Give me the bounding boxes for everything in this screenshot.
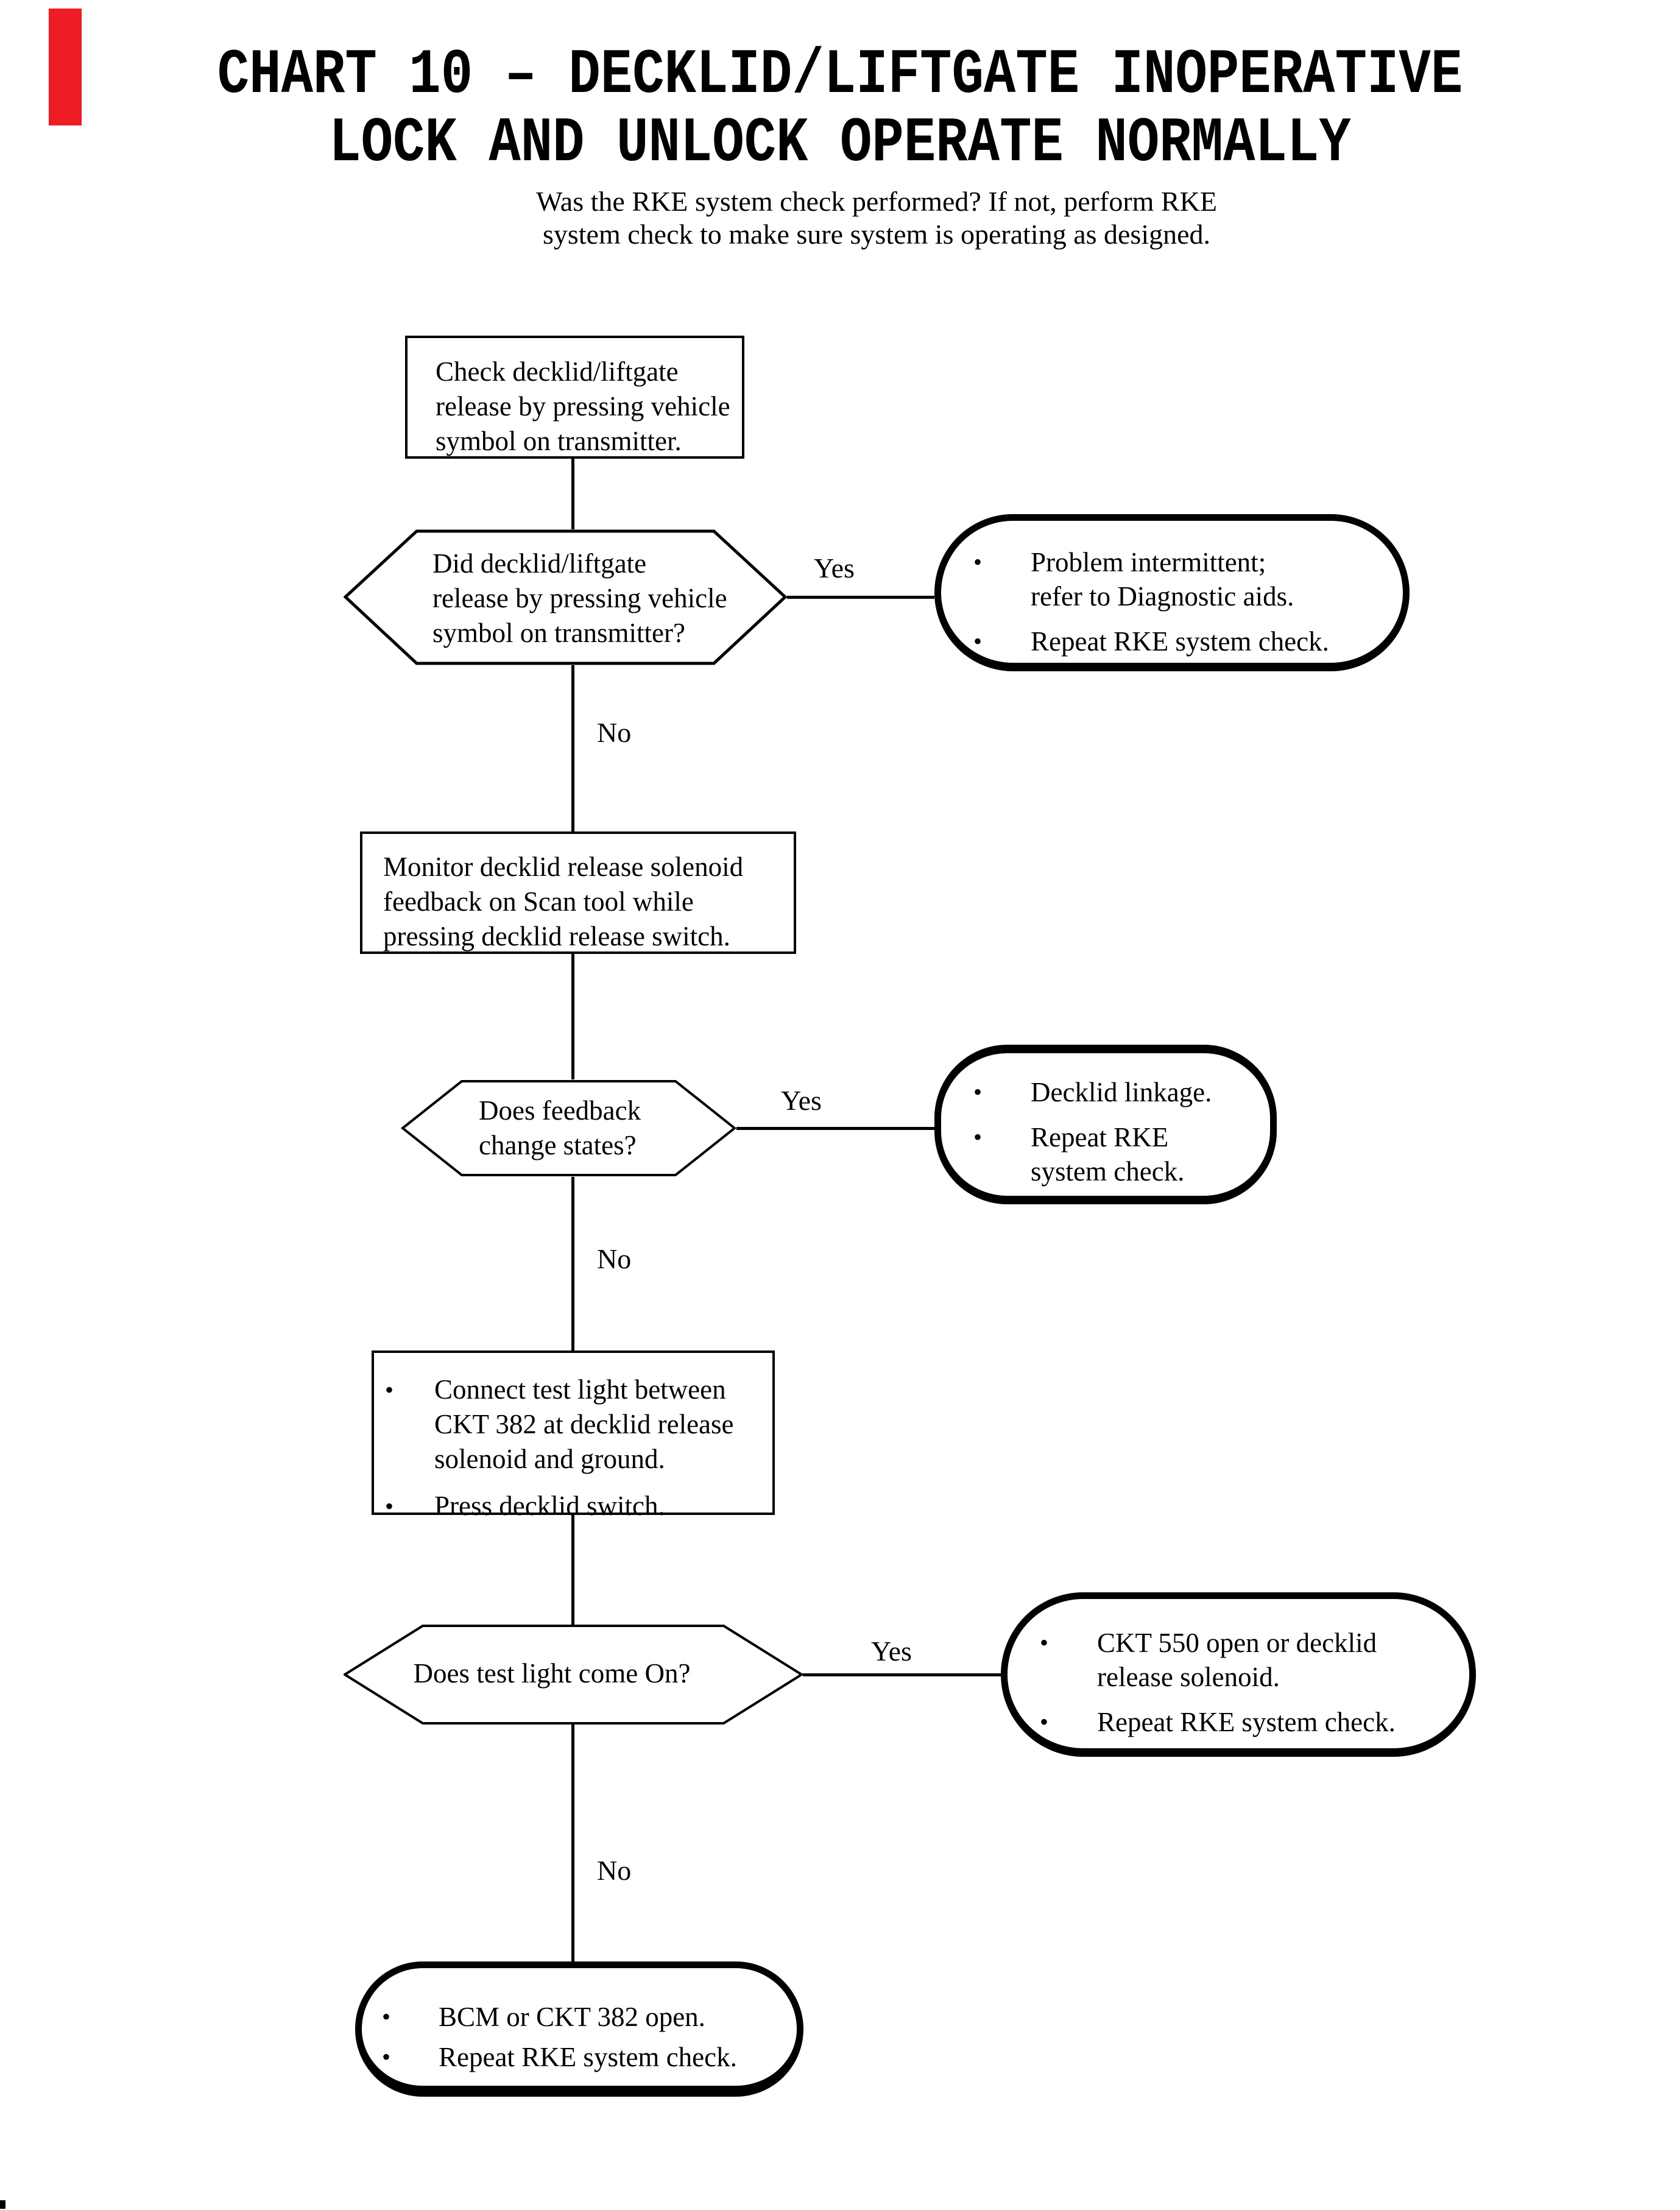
decision-text-line: release by pressing vehicle [432, 583, 727, 613]
label-yes-3: Yes [871, 1636, 912, 1667]
terminal-item: • Problem intermittent; refer to Diagnos… [941, 545, 1403, 613]
terminal-bcm-open: • BCM or CKT 382 open. • Repeat RKE syst… [355, 1961, 803, 2097]
label-no-1: No [597, 717, 632, 748]
terminal-item-text: Repeat RKE system check. [1031, 1120, 1184, 1188]
hexagon-shape [401, 1080, 736, 1176]
process-text-line: CKT 382 at decklid release [434, 1409, 734, 1439]
connector-box1-to-decision1 [571, 459, 574, 529]
decision-feedback-changes-label: Does feedback change states? [479, 1093, 641, 1163]
decision-text-line: Does test light come On? [413, 1658, 691, 1689]
hexagon-shape [344, 529, 787, 665]
terminal-text-line: release solenoid. [1097, 1662, 1280, 1692]
page-title-line-2: LOCK AND UNLOCK OPERATE NORMALLY [329, 108, 1351, 180]
process-text-line: pressing decklid release switch. [383, 921, 730, 951]
terminal-item-text: Repeat RKE system check. [1031, 624, 1329, 658]
terminal-item: • Repeat RKE system check. [1008, 1705, 1469, 1739]
connector-decision2-to-box3 [571, 1177, 574, 1350]
decision-feedback-changes: Does feedback change states? [401, 1079, 736, 1177]
decision-text-line: change states? [479, 1130, 637, 1160]
terminal-item-text: Problem intermittent; refer to Diagnosti… [1031, 545, 1294, 613]
intro-note-line-2: system check to make sure system is oper… [542, 219, 1211, 250]
decision-did-release-label: Did decklid/liftgate release by pressing… [432, 546, 727, 651]
label-yes-1: Yes [814, 552, 855, 584]
decision-text-line: Does feedback [479, 1095, 641, 1126]
terminal-item-text: Repeat RKE system check. [1097, 1705, 1396, 1739]
bullet-icon: • [382, 2043, 391, 2071]
decision-did-release: Did decklid/liftgate release by pressing… [344, 529, 787, 665]
label-no-2: No [597, 1243, 632, 1274]
process-box-monitor-feedback: Monitor decklid release solenoid feedbac… [360, 831, 796, 954]
bullet-icon: • [973, 1123, 983, 1151]
label-yes-2: Yes [781, 1085, 822, 1116]
terminal-item-text: Repeat RKE system check. [439, 2040, 737, 2074]
process-text-line: solenoid and ground. [434, 1444, 665, 1474]
process-box-connect-test-light: • Connect test light between CKT 382 at … [372, 1350, 775, 1521]
bullet-icon: • [973, 627, 983, 655]
terminal-text-line: Problem intermittent; [1031, 547, 1266, 577]
label-no-3: No [597, 1855, 632, 1886]
terminal-item-text: Decklid linkage. [1031, 1075, 1212, 1109]
process-text-line: release by pressing vehicle [436, 391, 730, 422]
terminal-item: • Repeat RKE system check. [362, 2040, 797, 2074]
process-text-line: symbol on transmitter. [436, 426, 682, 456]
terminal-text-line: refer to Diagnostic aids. [1031, 581, 1294, 612]
terminal-text-line: Decklid linkage. [1031, 1077, 1212, 1107]
connector-yes-decision1 [787, 596, 934, 599]
bullet-icon: • [385, 1376, 394, 1403]
decision-test-light-on-label: Does test light come On? [344, 1656, 760, 1691]
bullet-icon: • [973, 548, 983, 576]
terminal-item: • Repeat RKE system check. [941, 624, 1403, 658]
process-item: • Connect test light between CKT 382 at … [385, 1372, 768, 1477]
bullet-icon: • [382, 2003, 391, 2030]
terminal-ckt550-open: • CKT 550 open or decklid release soleno… [1001, 1592, 1476, 1757]
process-text-line: Press decklid switch. [434, 1491, 665, 1521]
scan-corner-mark [0, 2200, 5, 2209]
intro-note-line-1: Was the RKE system check performed? If n… [536, 186, 1217, 217]
terminal-item: • Decklid linkage. [941, 1075, 1270, 1109]
terminal-item: • BCM or CKT 382 open. [362, 2000, 797, 2034]
process-text-line: feedback on Scan tool while [383, 886, 694, 917]
bullet-icon: • [1040, 1708, 1049, 1735]
process-text-line: Connect test light between [434, 1374, 726, 1405]
process-box-check-release: Check decklid/liftgate release by pressi… [405, 336, 744, 459]
terminal-item-text: BCM or CKT 382 open. [439, 2000, 705, 2034]
process-item-text: Press decklid switch. [434, 1489, 665, 1523]
intro-note: Was the RKE system check performed? If n… [73, 185, 1680, 251]
terminal-text-line: CKT 550 open or decklid [1097, 1628, 1377, 1658]
page-title-line-1: CHART 10 – DECKLID/LIFTGATE INOPERATIVE [217, 40, 1463, 111]
process-text-line: Monitor decklid release solenoid [383, 852, 744, 882]
decision-test-light-on: Does test light come On? [344, 1625, 803, 1725]
terminal-text-line: system check. [1031, 1156, 1185, 1187]
terminal-item-text: CKT 550 open or decklid release solenoid… [1097, 1626, 1377, 1694]
decision-text-line: Did decklid/liftgate [432, 548, 647, 579]
connector-box2-to-decision2 [571, 954, 574, 1079]
connector-yes-decision3 [803, 1673, 1001, 1676]
bullet-icon: • [1040, 1629, 1049, 1656]
connector-box3-to-decision3 [571, 1515, 574, 1625]
terminal-text-line: Repeat RKE [1031, 1122, 1169, 1153]
terminal-problem-intermittent: • Problem intermittent; refer to Diagnos… [934, 514, 1410, 671]
terminal-text-line: BCM or CKT 382 open. [439, 2002, 705, 2032]
terminal-text-line: Repeat RKE system check. [1097, 1707, 1396, 1737]
process-item-text: Connect test light between CKT 382 at de… [434, 1372, 734, 1477]
connector-yes-decision2 [736, 1127, 934, 1130]
connector-decision1-to-box2 [571, 665, 574, 831]
hexagon-shape [344, 1625, 803, 1725]
terminal-decklid-linkage: • Decklid linkage. • Repeat RKE system c… [934, 1045, 1277, 1204]
decision-text-line: symbol on transmitter? [432, 618, 685, 648]
terminal-item: • Repeat RKE system check. [941, 1120, 1270, 1188]
terminal-item: • CKT 550 open or decklid release soleno… [1008, 1626, 1469, 1694]
scan-edge-red-mark [49, 9, 82, 125]
process-item: • Press decklid switch. [385, 1489, 768, 1523]
process-text-line: Check decklid/liftgate [436, 356, 679, 387]
bullet-icon: • [973, 1078, 983, 1106]
terminal-text-line: Repeat RKE system check. [1031, 626, 1329, 657]
terminal-text-line: Repeat RKE system check. [439, 2042, 737, 2072]
connector-decision3-to-terminal4 [571, 1725, 574, 1961]
bullet-icon: • [385, 1492, 394, 1520]
